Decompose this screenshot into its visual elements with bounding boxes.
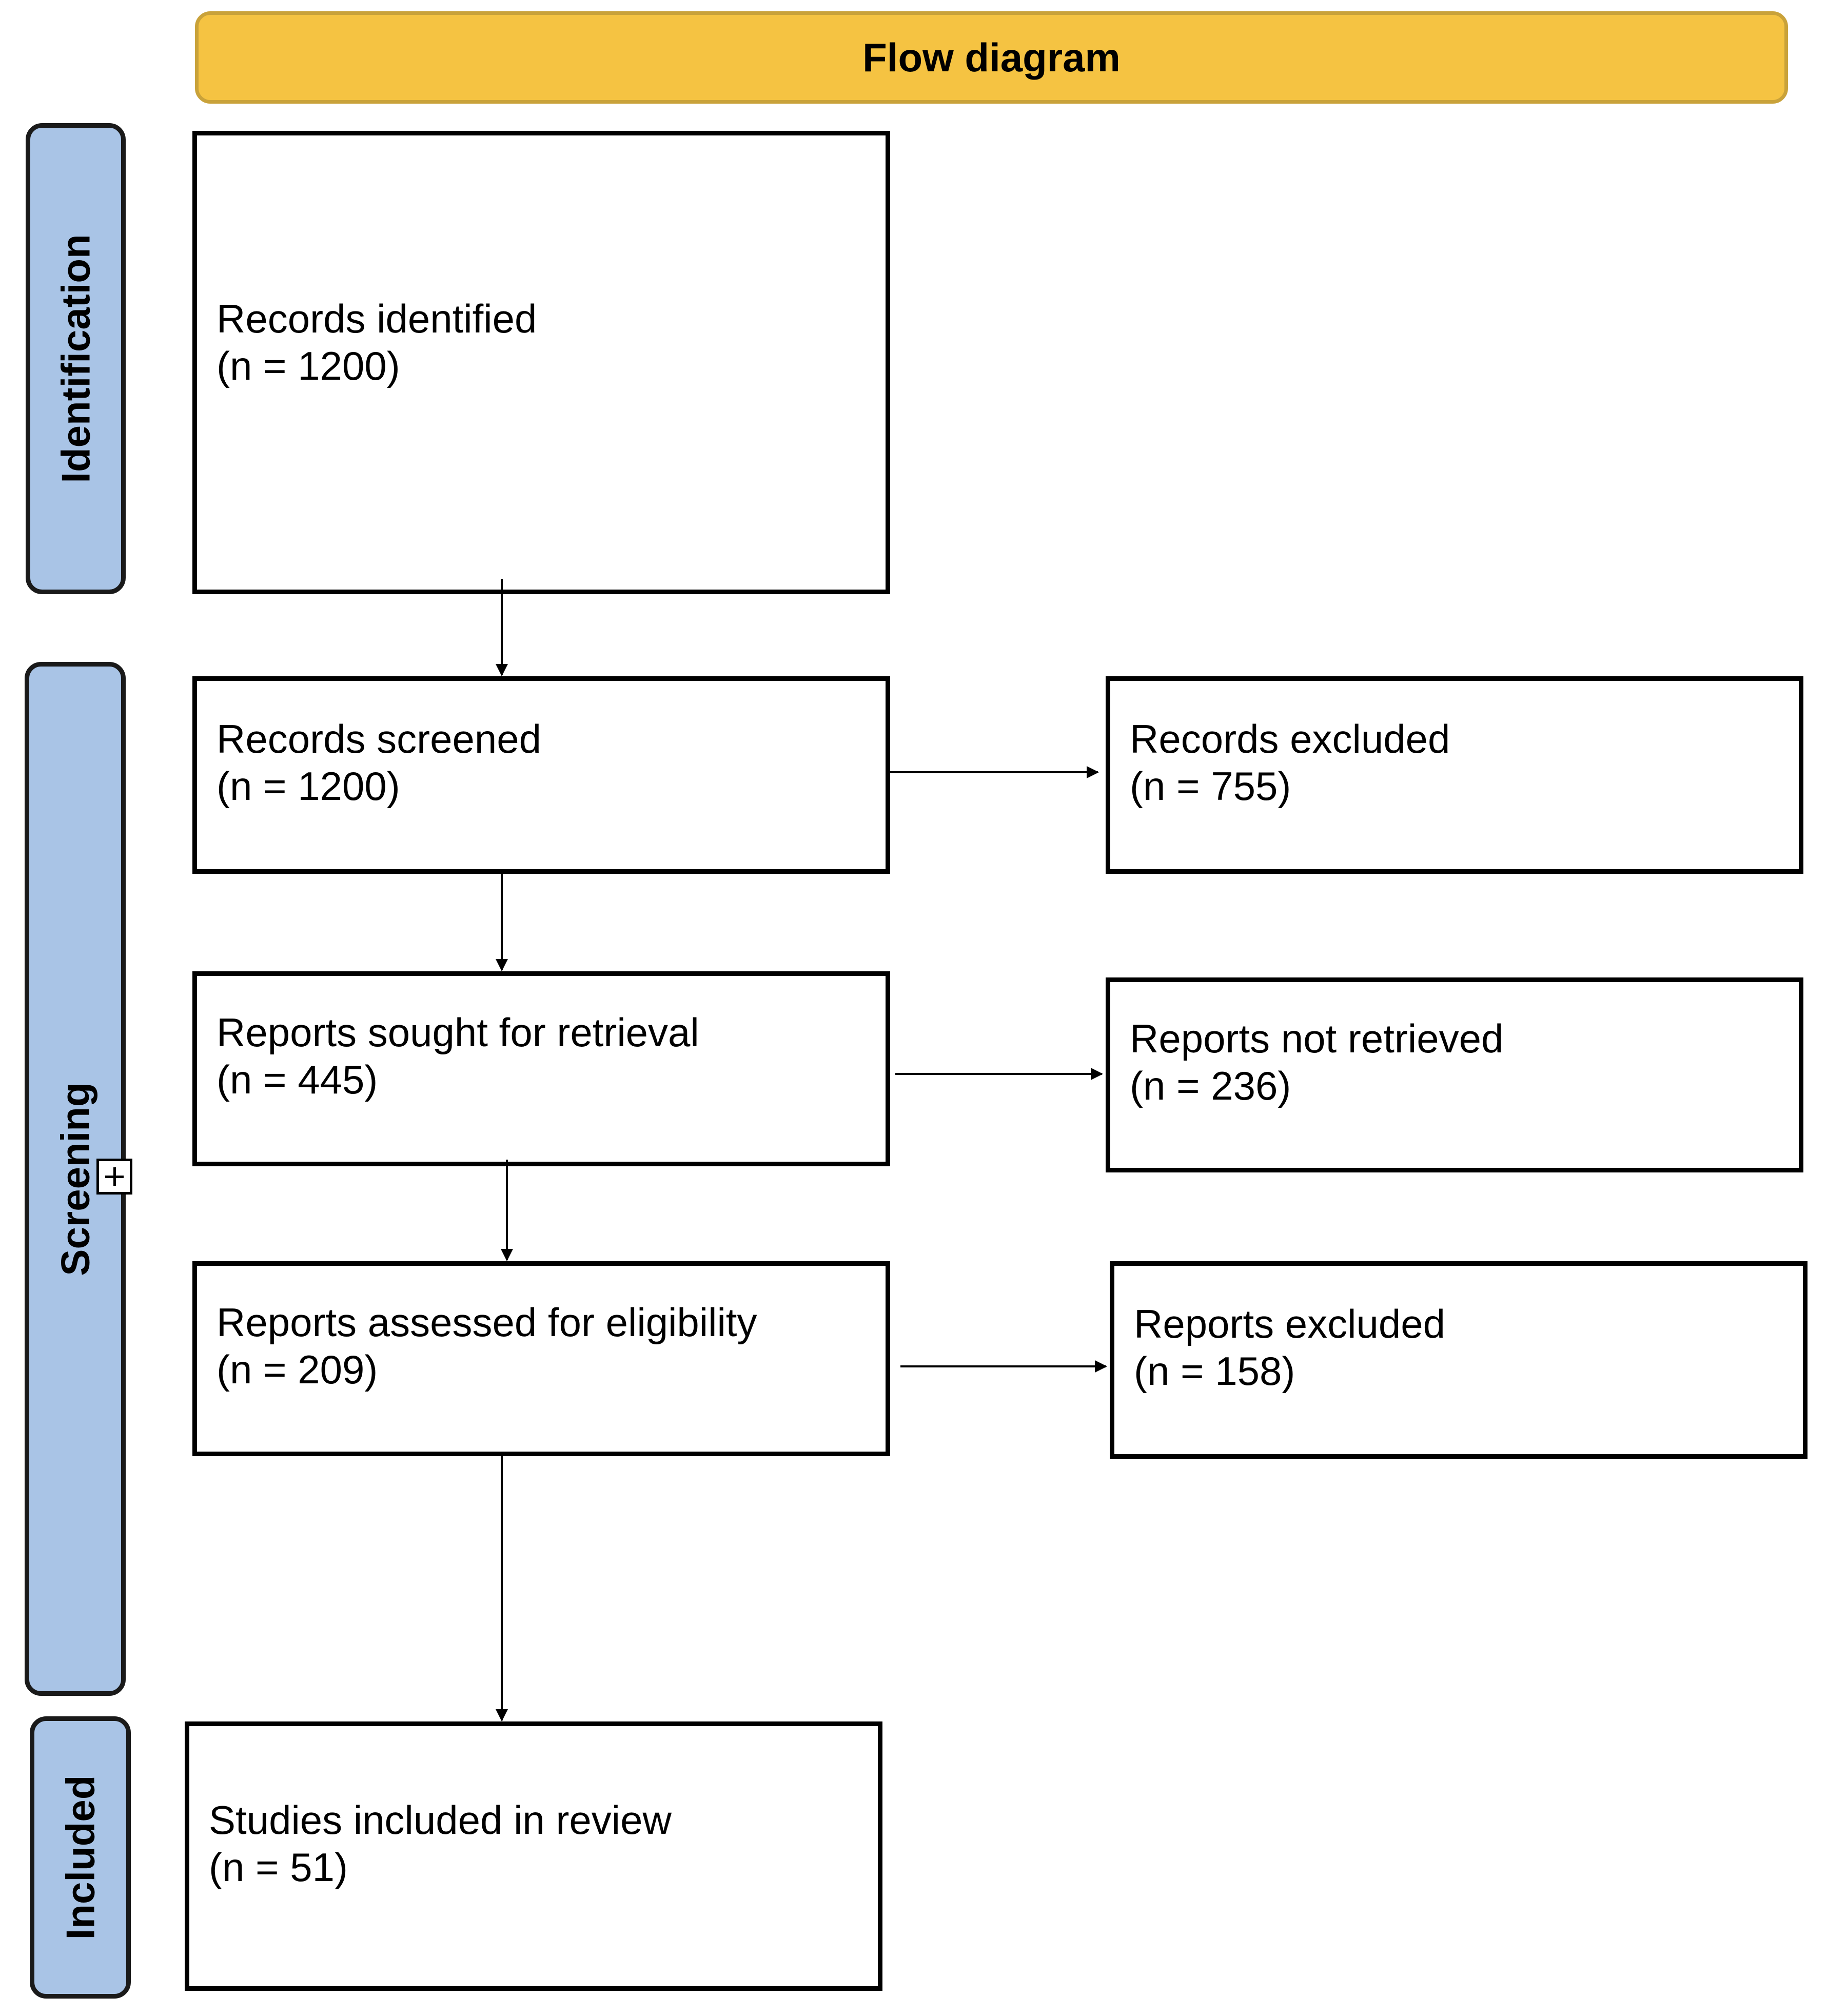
box-reports-sought: Reports sought for retrieval (n = 445) <box>192 971 890 1166</box>
diagram-header: Flow diagram <box>195 11 1788 104</box>
phase-identification: Identification <box>26 123 126 594</box>
box-records-excluded: Records excluded (n = 755) <box>1106 676 1803 874</box>
records-identified-label: Records identified <box>217 296 537 341</box>
box-studies-included: Studies included in review (n = 51) <box>185 1721 882 1991</box>
phase-included-label: Included <box>57 1775 103 1940</box>
reports-not-retrieved-count: (n = 236) <box>1130 1063 1291 1108</box>
reports-excluded-count: (n = 158) <box>1134 1348 1295 1394</box>
reports-not-retrieved-label: Reports not retrieved <box>1130 1016 1504 1061</box>
records-excluded-label: Records excluded <box>1130 716 1450 761</box>
plus-square-icon[interactable] <box>96 1159 132 1195</box>
phase-screening-label: Screening <box>52 1082 97 1276</box>
records-identified-count: (n = 1200) <box>217 343 400 388</box>
reports-assessed-count: (n = 209) <box>217 1347 378 1392</box>
phase-included: Included <box>30 1716 131 1999</box>
studies-included-count: (n = 51) <box>209 1844 348 1890</box>
studies-included-label: Studies included in review <box>209 1797 672 1843</box>
reports-sought-label: Reports sought for retrieval <box>217 1010 699 1055</box>
reports-assessed-label: Reports assessed for eligibility <box>217 1300 757 1345</box>
diagram-title: Flow diagram <box>862 34 1121 80</box>
box-reports-assessed: Reports assessed for eligibility (n = 20… <box>192 1261 890 1456</box>
records-excluded-count: (n = 755) <box>1130 763 1291 809</box>
box-reports-not-retrieved: Reports not retrieved (n = 236) <box>1106 977 1803 1172</box>
reports-sought-count: (n = 445) <box>217 1057 378 1102</box>
reports-excluded-label: Reports excluded <box>1134 1301 1446 1346</box>
box-records-identified: Records identified (n = 1200) <box>192 131 890 594</box>
box-records-screened: Records screened (n = 1200) <box>192 676 890 874</box>
phase-identification-label: Identification <box>53 234 98 483</box>
box-reports-excluded: Reports excluded (n = 158) <box>1110 1261 1808 1459</box>
records-screened-label: Records screened <box>217 716 541 761</box>
records-screened-count: (n = 1200) <box>217 763 400 809</box>
